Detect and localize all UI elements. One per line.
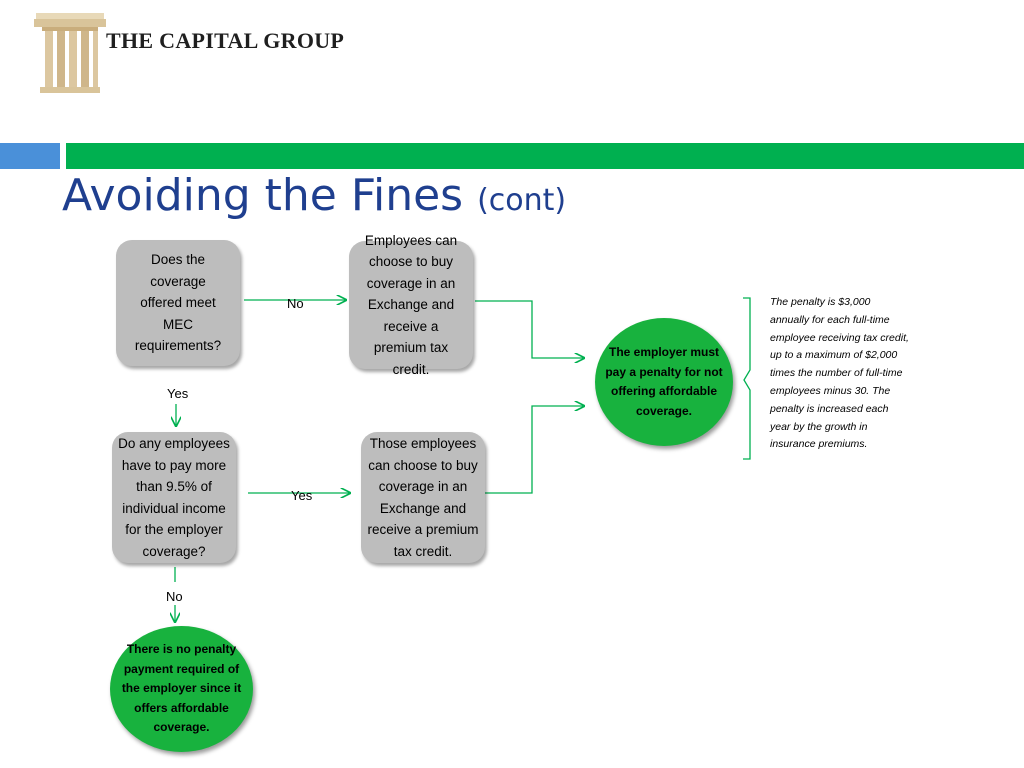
penalty-outcome-circle: The employer must pay a penalty for not … bbox=[595, 318, 733, 446]
outcome-exchange-text-2: Those employees can choose to buy covera… bbox=[367, 436, 479, 559]
question-affordability-text: Do any employees have to pay more than 9… bbox=[118, 436, 230, 559]
slide-title: Avoiding the Fines (cont) bbox=[62, 170, 566, 221]
outcome-exchange-box-2: Those employees can choose to buy covera… bbox=[361, 432, 485, 563]
outcome-exchange-text-1: Employees can choose to buy coverage in … bbox=[364, 232, 458, 377]
question-mec-text: Does the coverage offered meet MEC requi… bbox=[134, 252, 222, 354]
label-q1-yes: Yes bbox=[167, 386, 189, 401]
penalty-note-bracket bbox=[743, 297, 751, 460]
no-penalty-outcome-text: There is no penalty payment required of … bbox=[121, 642, 242, 735]
column-pillar-icon bbox=[34, 13, 106, 93]
label-q2-yes: Yes bbox=[291, 488, 313, 503]
slide-title-main: Avoiding the Fines bbox=[62, 170, 464, 221]
no-penalty-outcome-circle: There is no penalty payment required of … bbox=[110, 626, 253, 752]
penalty-outcome-text: The employer must pay a penalty for not … bbox=[605, 345, 723, 418]
arrow-outcome1-penalty bbox=[475, 300, 584, 358]
label-q1-no: No bbox=[287, 296, 304, 311]
accent-bar-blue bbox=[0, 143, 60, 169]
question-mec-box: Does the coverage offered meet MEC requi… bbox=[116, 240, 240, 366]
penalty-note: The penalty is $3,000 annually for each … bbox=[770, 296, 909, 451]
slide-title-suffix: (cont) bbox=[477, 183, 567, 218]
accent-bar-green bbox=[66, 143, 1024, 169]
outcome-exchange-box-1: Employees can choose to buy coverage in … bbox=[349, 233, 473, 377]
question-affordability-box: Do any employees have to pay more than 9… bbox=[112, 432, 236, 563]
brand-name: THE CAPITAL GROUP bbox=[106, 28, 345, 53]
label-q2-no: No bbox=[166, 589, 183, 604]
arrow-outcome2-penalty bbox=[480, 406, 584, 494]
